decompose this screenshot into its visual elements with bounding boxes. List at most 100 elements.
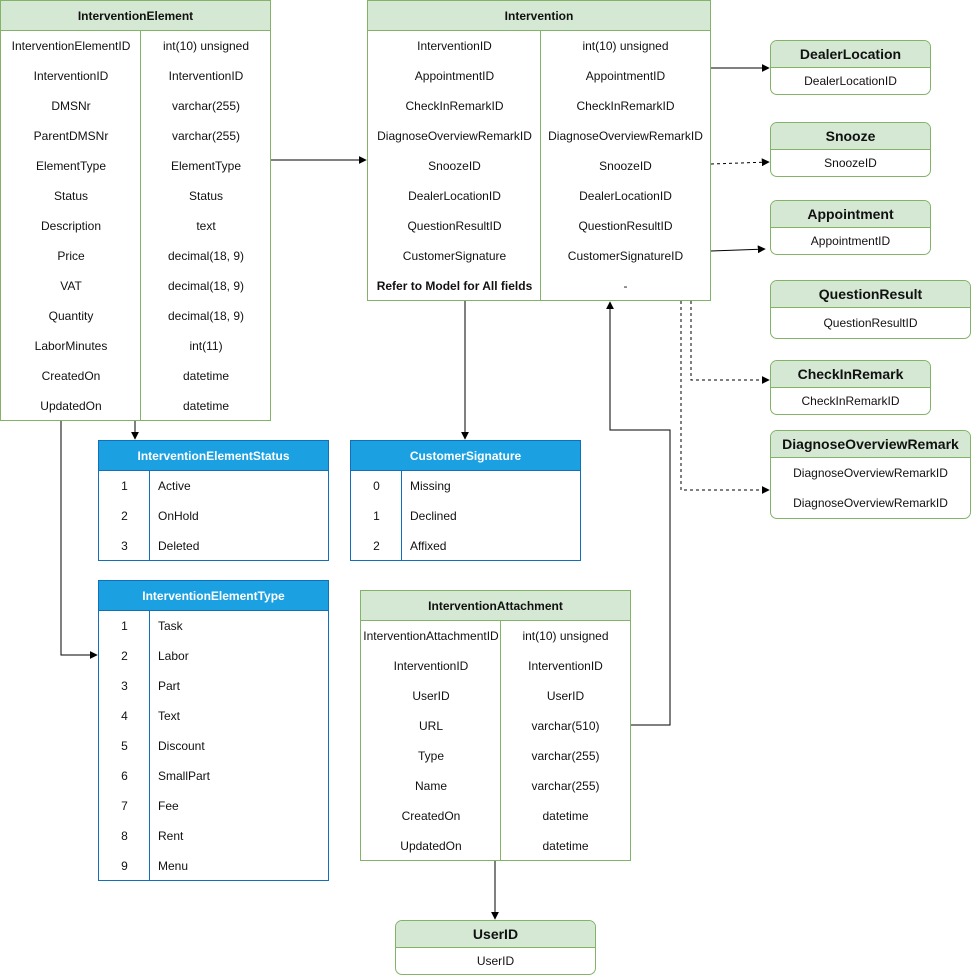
enum-label: Missing <box>410 479 451 493</box>
field-type: varchar(255) <box>171 99 241 113</box>
field-name: InterventionElementID <box>11 39 131 53</box>
field-name: URL <box>418 719 443 733</box>
field-type: varchar(255) <box>171 129 241 143</box>
field-type: SnoozeID <box>599 159 652 173</box>
enum-label: Deleted <box>158 539 200 553</box>
check-in-remark-entity: CheckInRemark CheckInRemarkID <box>770 360 931 415</box>
field-name: CreatedOn <box>401 809 461 823</box>
intervention-element-table: InterventionElement InterventionElementI… <box>0 0 271 421</box>
enum-label: Affixed <box>410 539 447 553</box>
enum-value: 1 <box>121 479 128 493</box>
edge-to-check-in-remark <box>690 301 770 384</box>
check-in-remark-title: CheckInRemark <box>771 361 930 388</box>
field-name: CreatedOn <box>41 369 101 383</box>
field-name: UserID <box>412 689 450 703</box>
enum-label: Rent <box>158 829 184 843</box>
field-name: LaborMinutes <box>34 339 108 353</box>
edge-to-diagnose-overview-remark <box>680 301 770 494</box>
enum-value: 0 <box>373 479 380 493</box>
field-name: DealerLocationID <box>408 189 501 203</box>
field-name: QuestionResultID <box>407 219 502 233</box>
field-type: decimal(18, 9) <box>167 309 245 323</box>
enum-value: 1 <box>373 509 380 523</box>
enum-value: 7 <box>121 799 128 813</box>
field-type: UserID <box>546 689 585 703</box>
field-name: InterventionID <box>393 659 469 673</box>
field-name: VAT <box>60 279 82 293</box>
entity-field: SnoozeID <box>824 156 877 170</box>
diagnose-overview-remark-title: DiagnoseOverviewRemark <box>771 431 970 458</box>
enum-value: 6 <box>121 769 128 783</box>
field-name: Price <box>57 249 85 263</box>
edge-to-snooze <box>710 158 770 167</box>
enum-value: 3 <box>121 539 128 553</box>
enum-label: SmallPart <box>158 769 211 783</box>
intervention-attachment-table: InterventionAttachment InterventionAttac… <box>360 590 631 861</box>
field-type: datetime <box>542 809 589 823</box>
field-name: UpdatedOn <box>400 839 462 853</box>
field-type: InterventionID <box>528 659 603 673</box>
enum-label: Discount <box>158 739 205 753</box>
field-name: CustomerSignature <box>402 249 507 263</box>
entity-field: DiagnoseOverviewRemarkID <box>793 466 948 480</box>
enum-label: Task <box>158 619 183 633</box>
field-type: InterventionID <box>168 69 244 83</box>
dealer-location-title: DealerLocation <box>771 41 930 68</box>
field-type: text <box>196 219 216 233</box>
field-type: varchar(255) <box>531 779 600 793</box>
field-name: InterventionID <box>33 69 109 83</box>
field-type: decimal(18, 9) <box>167 249 245 263</box>
field-name: InterventionID <box>417 39 492 53</box>
edge-to-element-type <box>60 421 98 659</box>
field-type: varchar(255) <box>531 749 600 763</box>
intervention-element-title: InterventionElement <box>1 1 270 31</box>
enum-value: 9 <box>121 859 128 873</box>
field-type: datetime <box>542 839 589 853</box>
diagnose-overview-remark-entity: DiagnoseOverviewRemark DiagnoseOverviewR… <box>770 430 971 519</box>
appointment-title: Appointment <box>771 201 930 228</box>
field-type: int(10) unsigned <box>162 39 250 53</box>
field-type: Status <box>188 189 224 203</box>
enum-value: 2 <box>373 539 380 553</box>
entity-field: CheckInRemarkID <box>801 394 900 408</box>
intervention-element-status-table: InterventionElementStatus 1 Active 2 OnH… <box>98 440 329 561</box>
edge-attachment-to-intervention <box>606 301 671 726</box>
enum-label: Declined <box>410 509 457 523</box>
customer-signature-title: CustomerSignature <box>351 441 580 471</box>
enum-label: Active <box>158 479 191 493</box>
question-result-title: QuestionResult <box>771 281 970 308</box>
question-result-entity: QuestionResult QuestionResultID <box>770 280 971 339</box>
field-name: ElementType <box>35 159 107 173</box>
entity-field: AppointmentID <box>810 234 891 248</box>
field-type: DiagnoseOverviewRemarkID <box>548 129 703 143</box>
enum-label: Text <box>158 709 181 723</box>
enum-value: 2 <box>121 649 128 663</box>
field-name: Name <box>414 779 447 793</box>
field-type: varchar(510) <box>531 719 600 733</box>
field-type: - <box>623 279 628 293</box>
field-type: CheckInRemarkID <box>576 99 675 113</box>
dealer-location-entity: DealerLocation DealerLocationID <box>770 40 931 95</box>
user-id-entity: UserID UserID <box>395 920 596 975</box>
field-name: Description <box>40 219 102 233</box>
field-name: SnoozeID <box>428 159 481 173</box>
snooze-entity: Snooze SnoozeID <box>770 122 931 177</box>
field-type: datetime <box>182 399 230 413</box>
enum-label: Fee <box>158 799 179 813</box>
field-name: CheckInRemarkID <box>405 99 504 113</box>
field-name: DMSNr <box>51 99 91 113</box>
field-type: QuestionResultID <box>578 219 673 233</box>
user-id-title: UserID <box>396 921 595 948</box>
field-name: InterventionAttachmentID <box>363 629 499 643</box>
customer-signature-table: CustomerSignature 0 Missing 1 Declined 2… <box>350 440 581 561</box>
edge-to-appointment <box>710 245 766 254</box>
enum-value: 2 <box>121 509 128 523</box>
enum-value: 5 <box>121 739 128 753</box>
field-type: AppointmentID <box>585 69 666 83</box>
intervention-element-type-table: InterventionElementType 1 Task 2 Labor 3… <box>98 580 329 881</box>
enum-value: 4 <box>121 709 128 723</box>
field-name: AppointmentID <box>414 69 495 83</box>
field-type: ElementType <box>170 159 242 173</box>
entity-field: QuestionResultID <box>823 316 918 330</box>
